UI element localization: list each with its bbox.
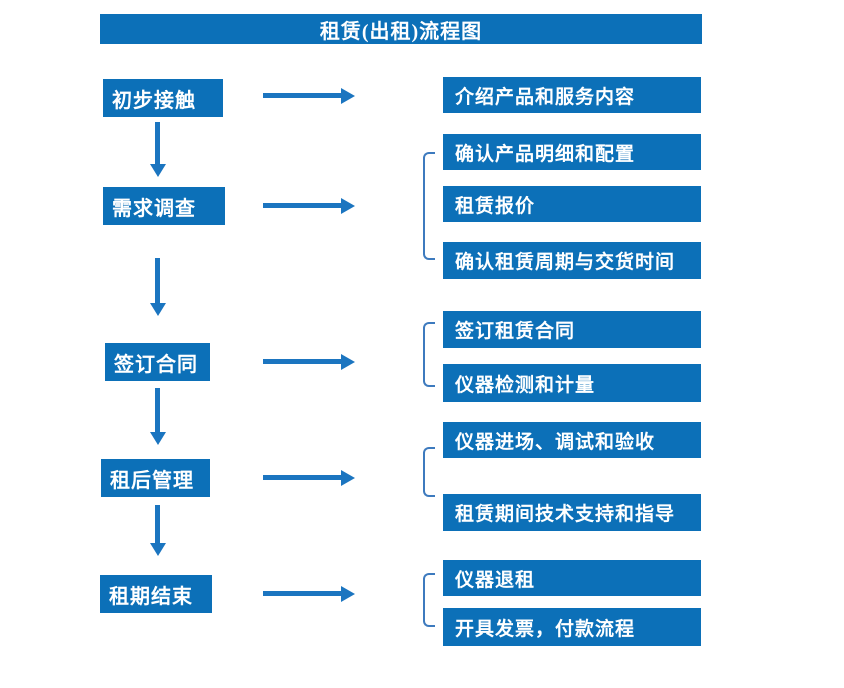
arrow-step3-to-details [263, 353, 355, 370]
detail-label: 确认产品明细和配置 [455, 143, 636, 165]
step-initial-contact: 初步接触 [103, 79, 223, 117]
bracket-demand-survey-group [423, 152, 435, 260]
step-rental-end: 租期结束 [100, 575, 212, 613]
detail-label: 介绍产品和服务内容 [455, 86, 636, 108]
step-sign-contract: 签订合同 [105, 343, 210, 381]
detail-label: 租赁报价 [455, 195, 536, 217]
detail-sign-rental-contract: 签订租赁合同 [443, 311, 701, 348]
detail-confirm-period-delivery: 确认租赁周期与交货时间 [443, 242, 701, 279]
arrow-step2-to-details [263, 197, 355, 214]
detail-label: 开具发票，付款流程 [455, 618, 636, 640]
bracket-sign-contract-group [423, 322, 435, 387]
detail-invoice-payment: 开具发票，付款流程 [443, 608, 701, 646]
detail-label: 确认租赁周期与交货时间 [455, 252, 676, 273]
diagram-title-bar: 租赁(出租)流程图 [100, 14, 702, 44]
bracket-post-rental-group [423, 447, 435, 497]
step-post-rental-management: 租后管理 [101, 459, 210, 497]
detail-label: 仪器进场、调试和验收 [455, 431, 656, 453]
detail-label: 仪器检测和计量 [455, 374, 596, 396]
arrow-step1-to-step2 [149, 122, 166, 177]
detail-tech-support-guidance: 租赁期间技术支持和指导 [443, 494, 701, 531]
detail-label: 签订租赁合同 [455, 321, 576, 342]
detail-instrument-return: 仪器退租 [443, 560, 701, 596]
arrow-step4-to-step5 [149, 505, 166, 556]
detail-label: 仪器退租 [455, 569, 536, 591]
step-label: 需求调查 [112, 197, 196, 220]
step-label: 签订合同 [114, 353, 198, 376]
detail-instrument-setup-acceptance: 仪器进场、调试和验收 [443, 422, 701, 458]
detail-intro-products-services: 介绍产品和服务内容 [443, 77, 701, 113]
detail-confirm-product-config: 确认产品明细和配置 [443, 134, 701, 170]
detail-rental-quote: 租赁报价 [443, 186, 701, 222]
arrow-step1-to-details [263, 87, 355, 104]
step-demand-survey: 需求调查 [103, 187, 225, 225]
detail-instrument-inspection: 仪器检测和计量 [443, 364, 701, 402]
bracket-rental-end-group [423, 573, 435, 627]
diagram-title: 租赁(出租)流程图 [319, 20, 483, 43]
arrow-step3-to-step4 [149, 388, 166, 445]
step-label: 初步接触 [112, 89, 196, 112]
detail-label: 租赁期间技术支持和指导 [455, 504, 676, 525]
step-label: 租期结束 [109, 585, 193, 608]
arrow-step4-to-details [263, 469, 355, 486]
arrow-step2-to-step3 [149, 258, 166, 316]
step-label: 租后管理 [110, 469, 194, 492]
arrow-step5-to-details [263, 585, 355, 602]
